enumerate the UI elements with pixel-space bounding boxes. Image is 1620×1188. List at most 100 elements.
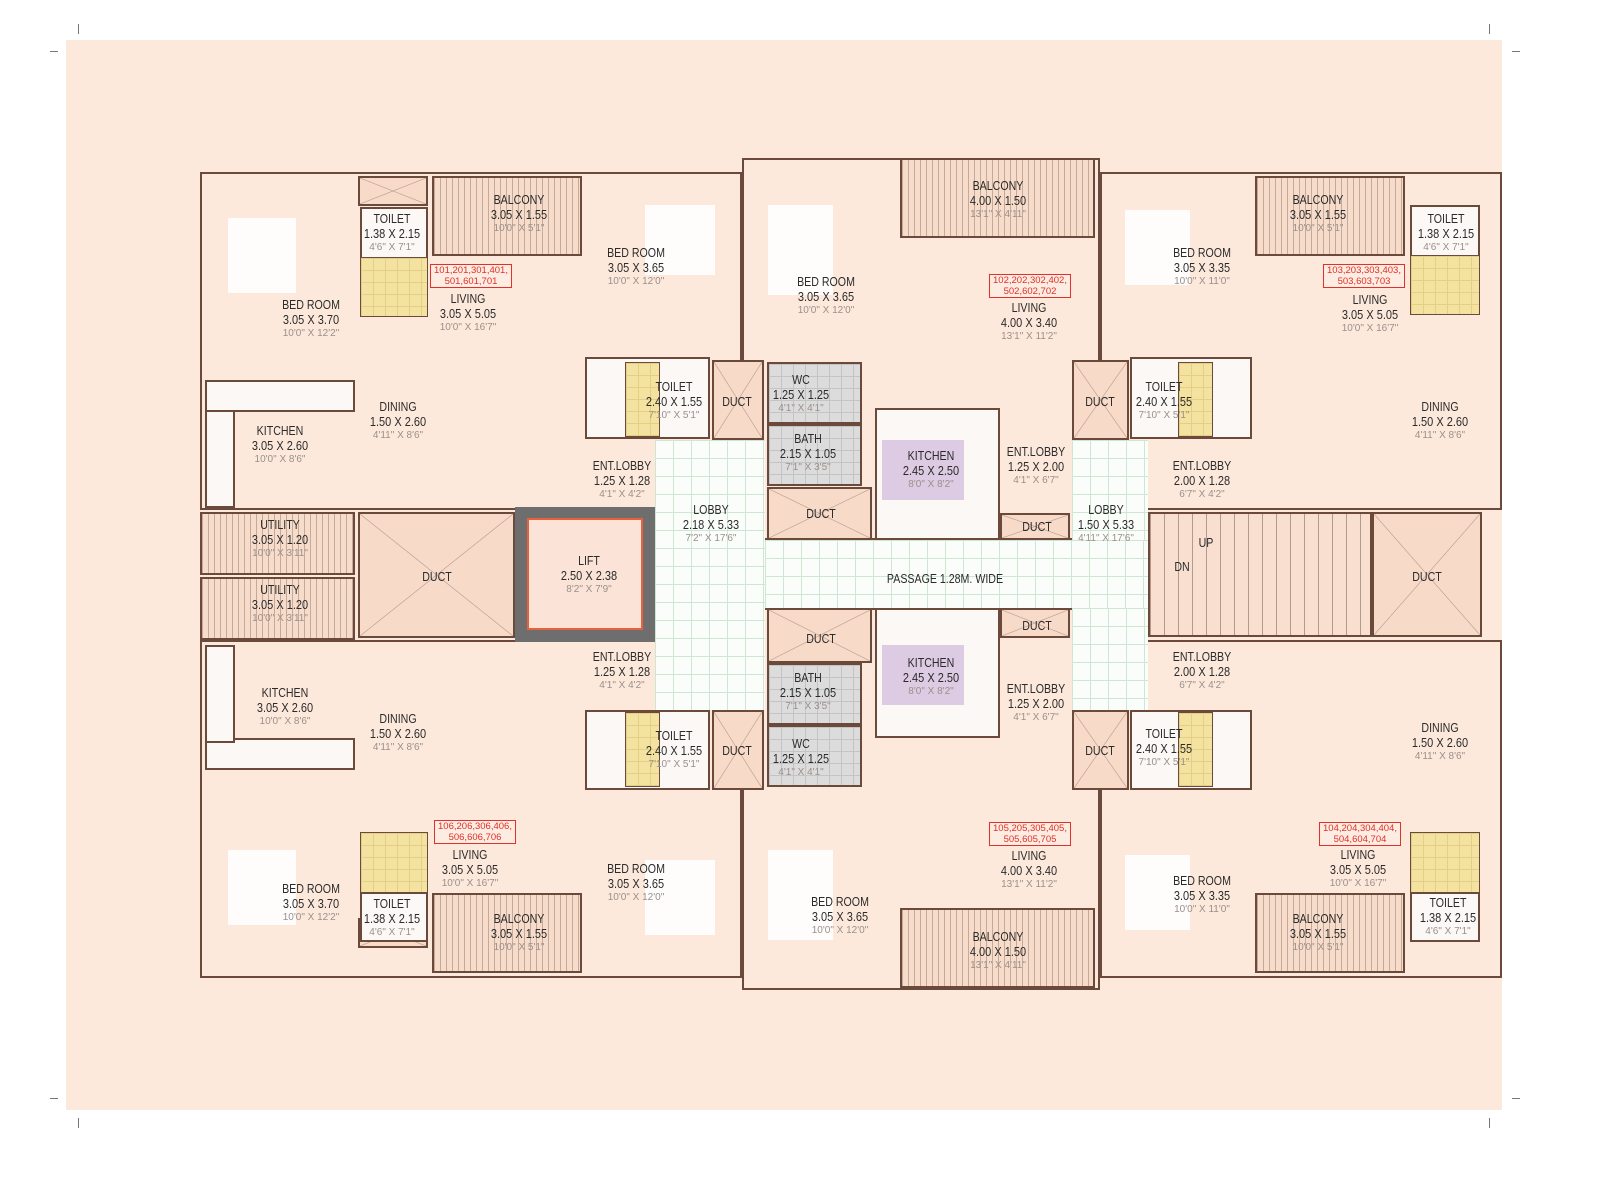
- room-size: 1.50 X 2.60: [369, 727, 427, 741]
- unit-103-area: [1100, 172, 1502, 510]
- room-imperial: 10'0" X 5'1": [1292, 223, 1344, 234]
- room-label-duct: DUCT: [420, 570, 455, 585]
- kitchen-counter: [205, 380, 355, 412]
- wc: [767, 725, 862, 787]
- utility: [200, 512, 355, 575]
- room-name: BALCONY: [972, 179, 1024, 193]
- unit-106-area: [200, 640, 742, 978]
- room-name: BED ROOM: [607, 862, 665, 876]
- room-name: LOBBY: [1088, 503, 1124, 517]
- room-size: 1.50 X 2.60: [1411, 415, 1469, 429]
- room-imperial: 7'10" X 5'1": [1138, 757, 1190, 768]
- room-imperial: 10'0" X 16'7": [439, 322, 497, 333]
- room-label-duct: DUCT: [720, 395, 755, 410]
- room-size: 3.05 X 1.55: [490, 208, 548, 222]
- room-name: TOILET: [1427, 212, 1465, 226]
- room-name: ENT.LOBBY: [592, 459, 652, 473]
- room-imperial: 4'1" X 4'2": [599, 489, 645, 500]
- room-name: TOILET: [1145, 380, 1183, 394]
- room-size: 2.18 X 5.33: [682, 518, 740, 532]
- unit-number-line: 102,202,302,402,: [993, 275, 1067, 286]
- room-size: 1.25 X 2.00: [1007, 460, 1065, 474]
- room-size: 2.45 X 2.50: [902, 671, 960, 685]
- utility: [200, 577, 355, 640]
- bed-furniture: [768, 205, 833, 295]
- bed-furniture: [645, 205, 715, 275]
- room-imperial: 4'11" X 8'6": [372, 430, 424, 441]
- room-name: ENT.LOBBY: [1006, 682, 1066, 696]
- room-size: 1.50 X 2.60: [1411, 736, 1469, 750]
- room-size: 1.38 X 2.15: [1419, 911, 1477, 925]
- room-size: 1.50 X 5.33: [1077, 518, 1135, 532]
- crop-mark: [50, 1098, 58, 1099]
- crop-mark: [50, 51, 58, 52]
- room-name: DUCT: [806, 507, 836, 521]
- room-name: WC: [792, 737, 810, 751]
- lift-car: [527, 518, 643, 630]
- duct-shaft: [1072, 710, 1129, 790]
- room-name: LIVING: [1011, 849, 1047, 863]
- room-name: LIVING: [1011, 301, 1047, 315]
- unit-number-tag: 106,206,306,406,506,606,706: [434, 820, 516, 844]
- kitchen-counter: [205, 410, 235, 508]
- room-name: DN: [1174, 560, 1190, 574]
- room-name: DINING: [379, 712, 417, 726]
- room-imperial: 4'11" X 8'6": [1414, 751, 1466, 762]
- room-imperial: 13'1" X 11'2": [1001, 879, 1057, 890]
- room-size: 1.25 X 2.00: [1007, 697, 1065, 711]
- room-name: KITCHEN: [907, 449, 955, 463]
- room-label-duct: DUCT: [804, 507, 839, 522]
- toilet: [360, 207, 428, 259]
- room-name: PASSAGE 1.28M. WIDE: [886, 572, 1004, 586]
- room-imperial: 10'0" X 11'0": [1174, 904, 1230, 915]
- room-name: BATH: [794, 671, 822, 685]
- room-name: BALCONY: [972, 930, 1024, 944]
- room-label-passage-1-28m-wide: PASSAGE 1.28M. WIDE: [877, 572, 1014, 587]
- room-imperial: 10'0" X 16'7": [1329, 878, 1387, 889]
- room-imperial: 4'1" X 6'7": [1013, 712, 1059, 723]
- toilet-wet-area: [1410, 255, 1480, 315]
- crop-mark: [78, 24, 79, 34]
- room-label-duct: DUCT: [804, 632, 839, 647]
- toilet: [1410, 205, 1480, 257]
- room-size: 3.05 X 3.70: [282, 897, 340, 911]
- unit-number-line: 101,201,301,401,: [434, 265, 508, 276]
- room-size: 4.00 X 3.40: [1000, 864, 1058, 878]
- unit-number-line: 505,605,705: [1003, 834, 1057, 845]
- room-name: DUCT: [1412, 570, 1442, 584]
- room-name: DINING: [379, 400, 417, 414]
- room-name: BED ROOM: [811, 895, 869, 909]
- room-name: BED ROOM: [282, 882, 340, 896]
- room-name: TOILET: [1429, 896, 1467, 910]
- room-imperial: 4'6" X 7'1": [369, 927, 415, 938]
- unit-number-line: 106,206,306,406,: [438, 821, 512, 832]
- bath: [767, 663, 862, 725]
- balcony: [900, 158, 1095, 238]
- room-imperial: 4'11" X 8'6": [1414, 430, 1466, 441]
- room-name: DUCT: [1022, 619, 1052, 633]
- room-name: BATH: [794, 432, 822, 446]
- room-size: 2.00 X 1.28: [1173, 665, 1231, 679]
- balcony: [1255, 893, 1405, 973]
- room-name: LOBBY: [693, 503, 729, 517]
- unit-number-tag: 103,203,303,403,503,603,703: [1323, 264, 1405, 288]
- room-size: 3.05 X 3.70: [282, 313, 340, 327]
- balcony: [432, 893, 582, 973]
- room-name: BALCONY: [1292, 193, 1344, 207]
- passage-floor: [765, 540, 1148, 608]
- room-name: DUCT: [722, 395, 752, 409]
- bath: [767, 424, 862, 486]
